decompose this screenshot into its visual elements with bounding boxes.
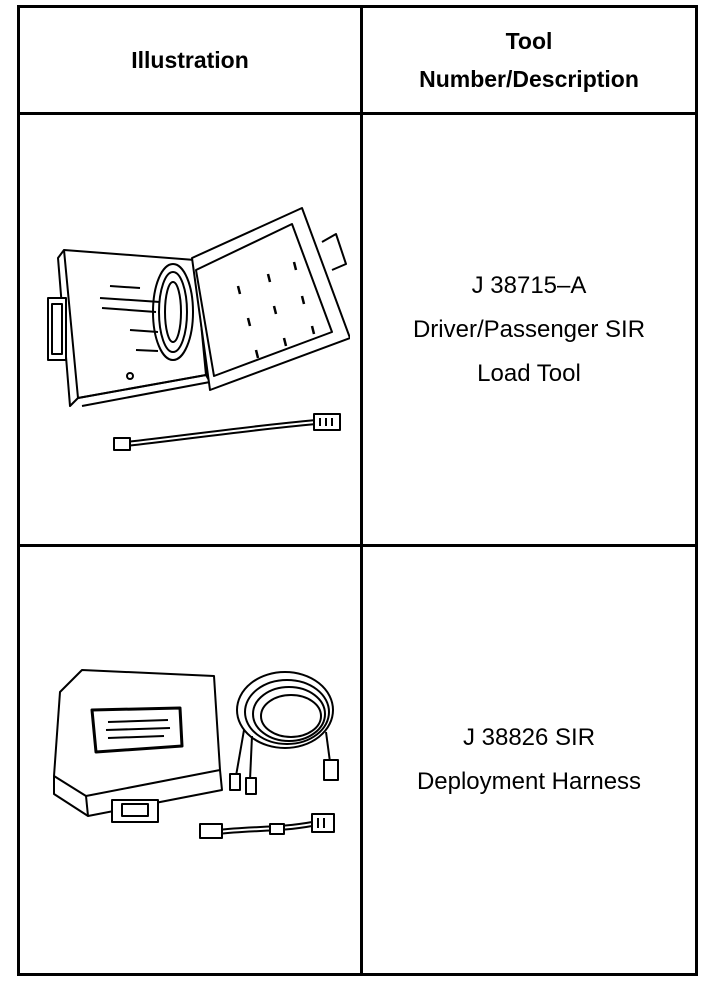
tool-header-line2: Number/Description xyxy=(419,66,639,92)
tool-header-line1: Tool xyxy=(505,28,553,54)
header-row: Illustration Tool Number/Description xyxy=(17,5,698,115)
table-row: J 38826 SIR Deployment Harness xyxy=(17,544,698,976)
illustration-header-label: Illustration xyxy=(131,47,249,73)
tool-table: Illustration Tool Number/Description xyxy=(17,5,698,976)
tool-number: J 38826 SIR xyxy=(462,724,596,751)
illustration-cell xyxy=(17,544,363,976)
table-row: J 38715–A Driver/Passenger SIR Load Tool xyxy=(17,112,698,547)
description-cell: J 38826 SIR Deployment Harness xyxy=(360,544,698,976)
tool-description-line: Load Tool xyxy=(477,359,581,387)
deployment-harness-kit-icon xyxy=(53,669,339,839)
tool-description-line: Deployment Harness xyxy=(416,768,642,795)
illustration-cell xyxy=(17,112,363,547)
illustration-header: Illustration xyxy=(17,5,363,115)
sir-load-tool-case-icon xyxy=(47,206,350,451)
tool-number: J 38715–A xyxy=(471,271,587,299)
description-cell: J 38715–A Driver/Passenger SIR Load Tool xyxy=(360,112,698,547)
tool-header: Tool Number/Description xyxy=(360,5,698,115)
tool-description-line: Driver/Passenger SIR xyxy=(412,315,646,343)
